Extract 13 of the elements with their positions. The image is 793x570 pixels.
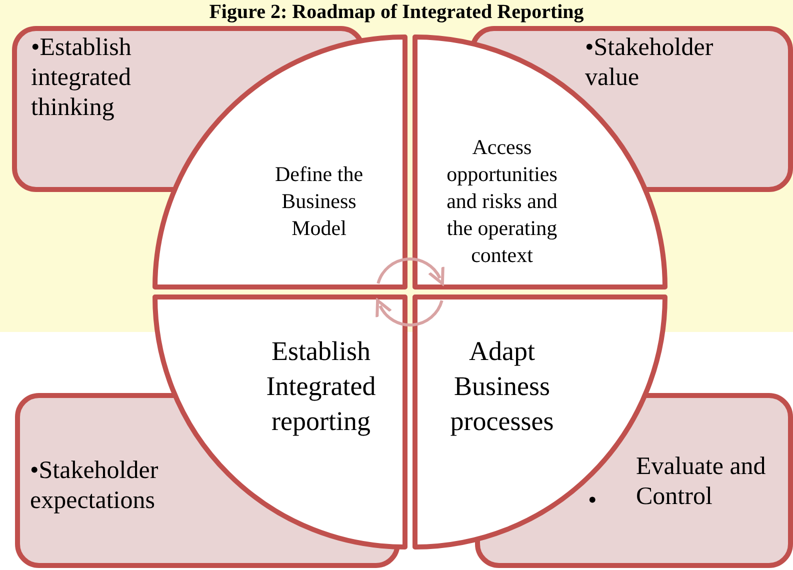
- node-text: •Establish integrated thinking: [31, 33, 132, 123]
- node-text: •: [588, 486, 598, 516]
- diagram-title: Figure 2: Roadmap of Integrated Reporting: [208, 0, 585, 24]
- node-text: Evaluate and Control: [636, 452, 767, 512]
- quarter-circle-segment: [155, 37, 405, 287]
- cycle-arrow: [376, 299, 444, 326]
- node-text: •Stakeholder value: [585, 33, 714, 93]
- cycle-arrow: [376, 258, 444, 285]
- node-text: Define the Business Model: [274, 161, 364, 242]
- node-text: Establish Integrated reporting: [265, 335, 377, 438]
- node-text: Access opportunities and risks and the operating context: [446, 134, 558, 269]
- node-text: Adapt Business processes: [449, 335, 555, 438]
- node-text: •Stakeholder expectations: [30, 456, 160, 516]
